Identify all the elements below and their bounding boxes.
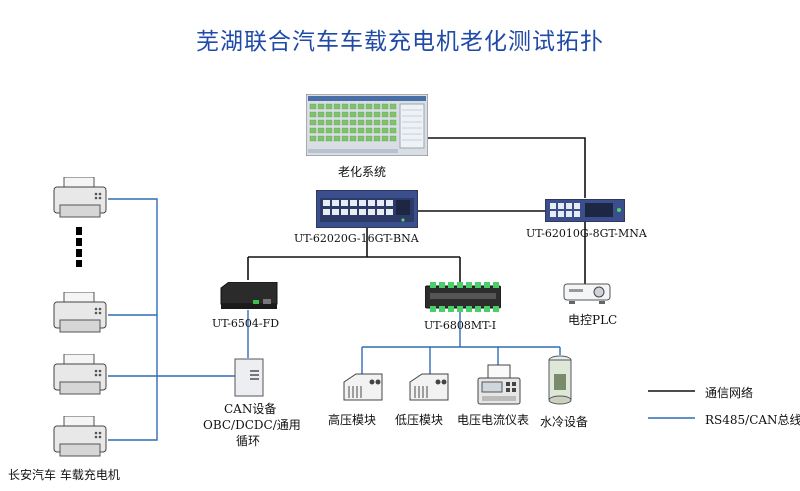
lv-module-icon	[408, 372, 450, 404]
can-device-label-3: 循环	[236, 434, 261, 448]
io-module-device	[424, 282, 502, 312]
bus-chargers-trunk	[108, 198, 158, 376]
switch-right-device	[544, 198, 626, 223]
legend-network-label: 通信网络	[705, 386, 754, 400]
io-module-label: UT-6808MT-I	[424, 319, 497, 332]
legend-bus-label: RS485/CAN总线	[705, 413, 800, 427]
cooler-label: 水冷设备	[540, 415, 589, 429]
can-device-label-2: OBC/DCDC/通用	[203, 418, 301, 432]
hv-module-label: 高压模块	[328, 413, 377, 427]
switch-main-device	[315, 189, 419, 229]
gateway-label: UT-6504-FD	[212, 317, 280, 330]
charger-icon-4	[52, 415, 108, 460]
plc-device	[563, 282, 611, 304]
cooler-icon	[546, 354, 574, 406]
can-device-label-1: CAN设备	[224, 402, 277, 416]
charger-icon-1	[52, 176, 108, 221]
switch-main-label: UT-62020G-16GT-BNA	[294, 232, 419, 245]
chargers-label: 长安汽车 车载充电机	[8, 468, 120, 482]
diagram-title: 芜湖联合汽车车载充电机老化测试拓扑	[196, 29, 604, 55]
aging-system-label: 老化系统	[338, 165, 387, 179]
charger-icon-3	[52, 353, 108, 398]
meter-label: 电压电流仪表	[457, 413, 530, 427]
aging-system-screen	[305, 93, 429, 157]
gateway-device	[219, 281, 279, 310]
hv-module-icon	[342, 372, 384, 404]
switch-right-label: UT-62010G-8GT-MNA	[526, 227, 647, 240]
can-device-icon	[234, 358, 264, 398]
ellipsis-marker	[76, 227, 84, 267]
line-aging-to-switch-right	[428, 137, 586, 198]
meter-icon	[476, 364, 522, 406]
lv-module-label: 低压模块	[395, 413, 444, 427]
charger-icon-2	[52, 291, 108, 336]
bus-charger-4	[108, 376, 158, 441]
plc-label: 电控PLC	[568, 313, 618, 327]
